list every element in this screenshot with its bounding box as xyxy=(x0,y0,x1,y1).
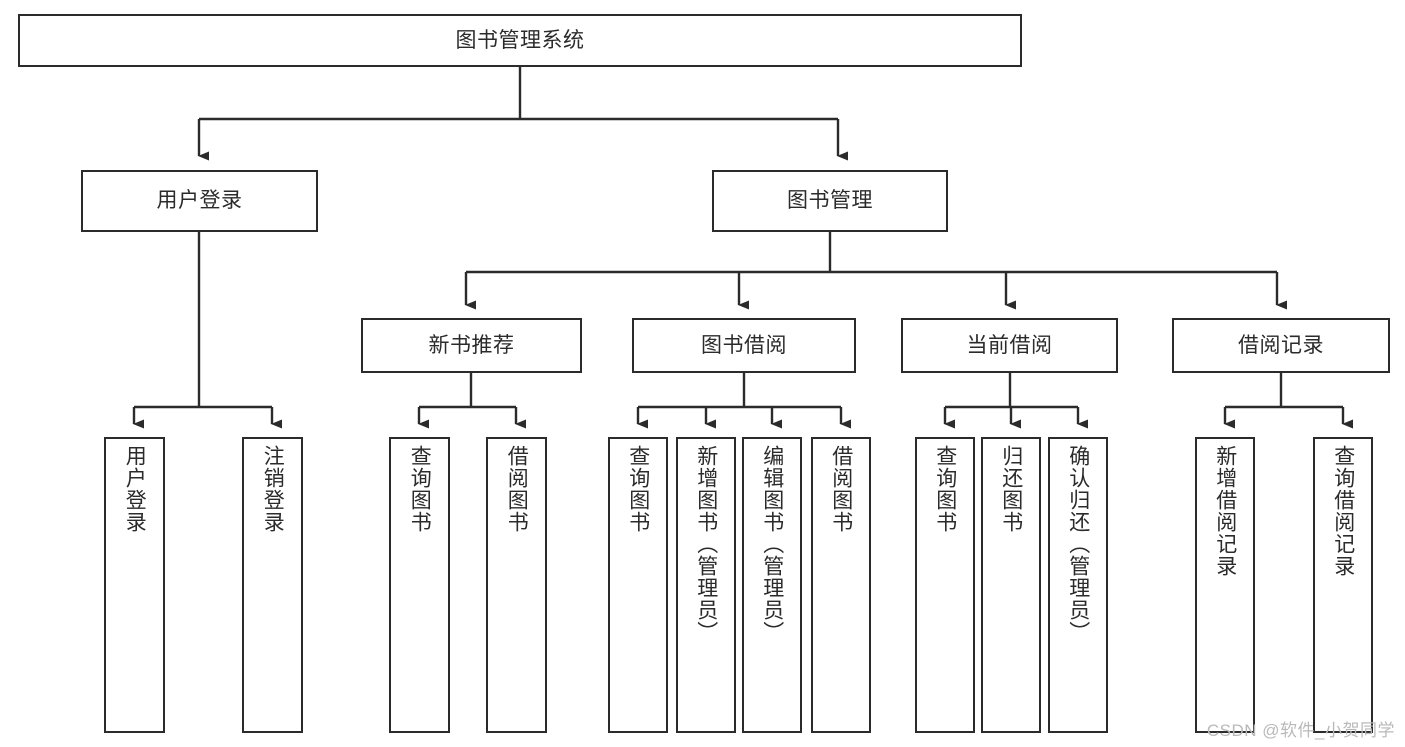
node-leaf-add-record-label: 新增借阅记录 xyxy=(1213,445,1237,577)
node-leaf-query-book-1-label: 查询图书 xyxy=(408,445,432,533)
node-leaf-query-record[interactable]: 查询借阅记录 xyxy=(1313,437,1373,733)
node-leaf-logout-label: 注销登录 xyxy=(261,445,285,533)
node-leaf-borrow-book-2[interactable]: 借阅图书 xyxy=(811,437,871,733)
node-leaf-add-record[interactable]: 新增借阅记录 xyxy=(1195,437,1255,733)
node-leaf-return-book[interactable]: 归还图书 xyxy=(981,437,1041,733)
node-root[interactable]: 图书管理系统 xyxy=(18,14,1022,67)
node-current-borrow-label: 当前借阅 xyxy=(966,333,1053,357)
node-root-label: 图书管理系统 xyxy=(455,28,585,52)
node-book-management-label: 图书管理 xyxy=(787,189,873,213)
node-leaf-add-book-label: 新增图书（管理员） xyxy=(694,445,718,643)
node-leaf-query-book-3-label: 查询图书 xyxy=(933,445,957,533)
node-book-management[interactable]: 图书管理 xyxy=(712,170,948,232)
node-leaf-query-book-1[interactable]: 查询图书 xyxy=(389,437,450,733)
node-new-book-recommend-label: 新书推荐 xyxy=(428,333,515,357)
node-leaf-confirm-return[interactable]: 确认归还（管理员） xyxy=(1048,437,1108,733)
node-user-login-label: 用户登录 xyxy=(156,189,243,213)
node-borrow-record-label: 借阅记录 xyxy=(1238,333,1324,357)
node-leaf-query-book-3[interactable]: 查询图书 xyxy=(915,437,975,733)
node-leaf-add-book[interactable]: 新增图书（管理员） xyxy=(676,437,736,733)
node-leaf-confirm-return-label: 确认归还（管理员） xyxy=(1066,445,1090,643)
node-book-borrow[interactable]: 图书借阅 xyxy=(632,318,856,373)
csdn-watermark: CSDN @软件_小贺同学 xyxy=(1206,721,1395,740)
node-leaf-query-book-2-label: 查询图书 xyxy=(626,445,650,533)
node-new-book-recommend[interactable]: 新书推荐 xyxy=(361,318,582,373)
node-book-borrow-label: 图书借阅 xyxy=(701,333,787,357)
node-leaf-logout[interactable]: 注销登录 xyxy=(242,437,303,733)
node-leaf-edit-book-label: 编辑图书（管理员） xyxy=(760,445,784,643)
node-current-borrow[interactable]: 当前借阅 xyxy=(901,318,1118,373)
node-user-login[interactable]: 用户登录 xyxy=(81,170,318,232)
node-leaf-borrow-book-1-label: 借阅图书 xyxy=(505,445,529,533)
node-leaf-borrow-book-2-label: 借阅图书 xyxy=(829,445,853,533)
node-leaf-return-book-label: 归还图书 xyxy=(999,445,1023,533)
node-leaf-user-login[interactable]: 用户登录 xyxy=(104,437,165,733)
node-borrow-record[interactable]: 借阅记录 xyxy=(1172,318,1390,373)
node-leaf-edit-book[interactable]: 编辑图书（管理员） xyxy=(742,437,802,733)
node-leaf-borrow-book-1[interactable]: 借阅图书 xyxy=(486,437,547,733)
node-leaf-query-record-label: 查询借阅记录 xyxy=(1331,445,1355,577)
node-leaf-user-login-label: 用户登录 xyxy=(123,445,147,533)
node-leaf-query-book-2[interactable]: 查询图书 xyxy=(608,437,668,733)
